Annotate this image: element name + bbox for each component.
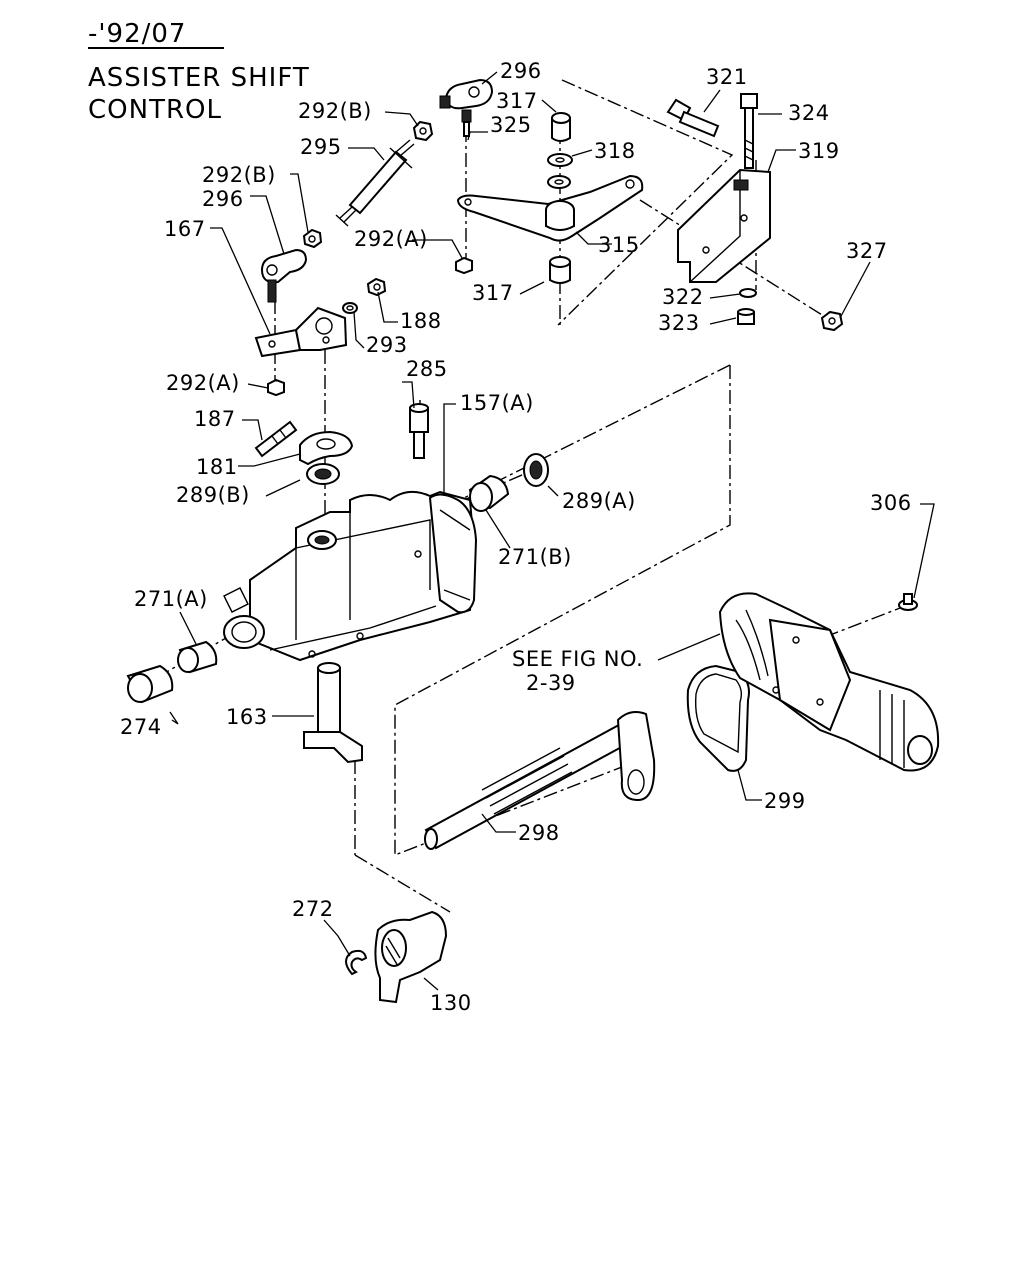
washer-322 (739, 288, 757, 298)
label-289a: 289(A) (562, 489, 636, 513)
label-319: 319 (798, 139, 840, 163)
label-295: 295 (300, 135, 342, 159)
plug-274 (126, 664, 174, 704)
label-181: 181 (196, 455, 238, 479)
lever-bracket-167 (254, 306, 348, 358)
bracket-319 (677, 168, 771, 283)
label-157a: 157(A) (460, 391, 534, 415)
seal-289b (306, 463, 340, 485)
fork-130 (374, 910, 448, 1004)
washer-318 (547, 153, 573, 167)
plate-181 (299, 430, 354, 466)
rod-end-296-mid (260, 248, 308, 303)
washer-293 (342, 302, 358, 314)
label-325: 325 (490, 113, 532, 137)
label-271b: 271(B) (498, 545, 572, 569)
label-299: 299 (764, 789, 806, 813)
nut-323 (737, 308, 755, 325)
label-324: 324 (788, 101, 830, 125)
label-272: 272 (292, 897, 334, 921)
label-187: 187 (194, 407, 236, 431)
label-322: 322 (662, 285, 704, 309)
nut-292b-top (412, 120, 434, 142)
label-327: 327 (846, 239, 888, 263)
label-292a-mid: 292(A) (166, 371, 240, 395)
bushing-317-top (551, 112, 571, 142)
bolt-325 (461, 109, 472, 137)
part-labels: 296 292(B) 295 292(B) 296 167 317 325 31… (120, 59, 912, 1015)
lever-163 (303, 662, 363, 764)
label-296-mid: 296 (202, 187, 244, 211)
label-298: 298 (518, 821, 560, 845)
label-274: 274 (120, 715, 162, 739)
label-296-top: 296 (500, 59, 542, 83)
bolt-285 (409, 403, 429, 459)
nut-292a-top (455, 256, 473, 275)
label-318: 318 (594, 139, 636, 163)
label-130: 130 (430, 991, 472, 1015)
date-code: -'92/07 (88, 19, 186, 49)
note-line-2: 2-39 (526, 671, 576, 695)
housing-157a (223, 490, 478, 662)
label-317-top: 317 (496, 89, 538, 113)
bolt-321 (666, 98, 720, 138)
label-289b: 289(B) (176, 483, 250, 507)
assister-cylinder (718, 592, 940, 772)
bushing-271a (177, 640, 218, 674)
screw-306 (898, 593, 918, 611)
label-293: 293 (366, 333, 408, 357)
nut-292b-mid (302, 228, 323, 249)
threaded-rod-295 (335, 139, 415, 227)
label-292b-mid: 292(B) (202, 163, 276, 187)
label-285: 285 (406, 357, 448, 381)
snap-ring-272 (345, 949, 368, 976)
label-292b-top: 292(B) (298, 99, 372, 123)
label-188: 188 (400, 309, 442, 333)
nut-327 (820, 310, 844, 332)
gasket-299 (686, 664, 750, 772)
title-line-1: ASSISTER SHIFT (88, 63, 310, 93)
label-321: 321 (706, 65, 748, 89)
label-323: 323 (658, 311, 700, 335)
bushing-271b (468, 474, 510, 512)
leader-lines (169, 71, 935, 991)
nut-188 (366, 277, 387, 297)
label-271a: 271(A) (134, 587, 208, 611)
seal-289a (523, 453, 549, 487)
label-167: 167 (164, 217, 206, 241)
label-315: 315 (598, 233, 640, 257)
pin-187 (254, 420, 298, 458)
bushing-317-bot (549, 256, 571, 284)
bolt-324 (740, 93, 758, 169)
washer-325 (547, 175, 571, 189)
rod-end-296-top (439, 78, 494, 110)
label-306: 306 (870, 491, 912, 515)
nut-292a-mid (267, 378, 285, 397)
see-figure-note: SEE FIG NO. 2-39 (512, 647, 643, 695)
shaft-298 (424, 711, 656, 850)
label-163: 163 (226, 705, 268, 729)
title-line-2: CONTROL (88, 95, 222, 125)
label-317-bot: 317 (472, 281, 514, 305)
label-292a-top: 292(A) (354, 227, 428, 251)
note-line-1: SEE FIG NO. (512, 647, 643, 671)
diagram-header: -'92/07 ASSISTER SHIFT CONTROL (88, 19, 310, 125)
arm-315 (456, 174, 644, 242)
